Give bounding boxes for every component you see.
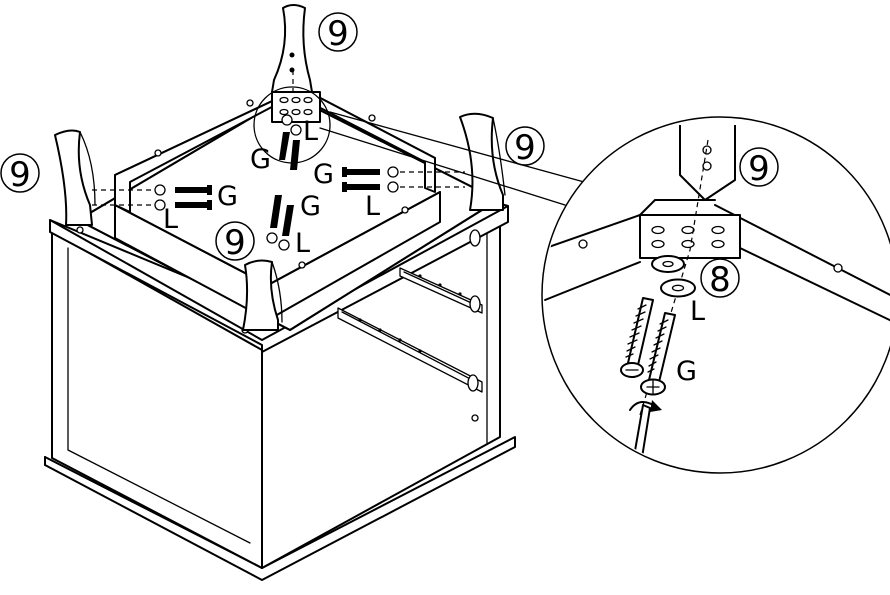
label-bolt-detail: G bbox=[676, 356, 697, 387]
callout-leg-left-number: 9 bbox=[9, 155, 31, 195]
callout-detail-leg-number: 9 bbox=[748, 149, 770, 189]
callout-detail-washer-number: 8 bbox=[709, 260, 731, 300]
leg-left-dash-line bbox=[92, 189, 160, 206]
callout-detail-washer: 8 bbox=[700, 258, 740, 300]
bolts-front-set bbox=[266, 195, 294, 251]
callout-leg-back: 9 bbox=[318, 12, 358, 54]
label-bolt-left: G bbox=[217, 181, 238, 212]
zoom-leader-lines bbox=[319, 111, 596, 206]
label-bolt-right: G bbox=[313, 159, 334, 190]
bolts-left-set bbox=[154, 184, 212, 211]
label-bolt-back: G bbox=[250, 144, 271, 175]
bolts-right-set bbox=[342, 166, 399, 193]
label-washer-front: L bbox=[295, 228, 310, 259]
leg-left bbox=[54, 129, 96, 226]
callout-leg-left: 9 bbox=[0, 153, 40, 195]
callout-leg-front-number: 9 bbox=[224, 223, 246, 263]
callout-leg-front: 9 bbox=[215, 221, 255, 263]
corner-bracket-back bbox=[253, 86, 331, 164]
callout-leg-right-number: 9 bbox=[514, 128, 536, 168]
leg-back bbox=[271, 4, 313, 93]
callout-leg-right: 9 bbox=[505, 126, 545, 168]
label-washer-detail: L bbox=[690, 296, 705, 327]
label-washer-left: L bbox=[163, 204, 178, 235]
label-washer-back: L bbox=[303, 116, 318, 147]
label-bolt-front: G bbox=[300, 191, 321, 222]
callout-leg-back-number: 9 bbox=[327, 14, 349, 54]
leg-right bbox=[459, 112, 506, 211]
leg-right-dash-line bbox=[400, 171, 465, 188]
bolts-back-set bbox=[279, 114, 302, 170]
drawer-runners bbox=[337, 229, 483, 422]
label-washer-right: L bbox=[365, 191, 380, 222]
callout-detail-leg: 9 bbox=[739, 147, 779, 189]
leg-front bbox=[242, 259, 283, 331]
